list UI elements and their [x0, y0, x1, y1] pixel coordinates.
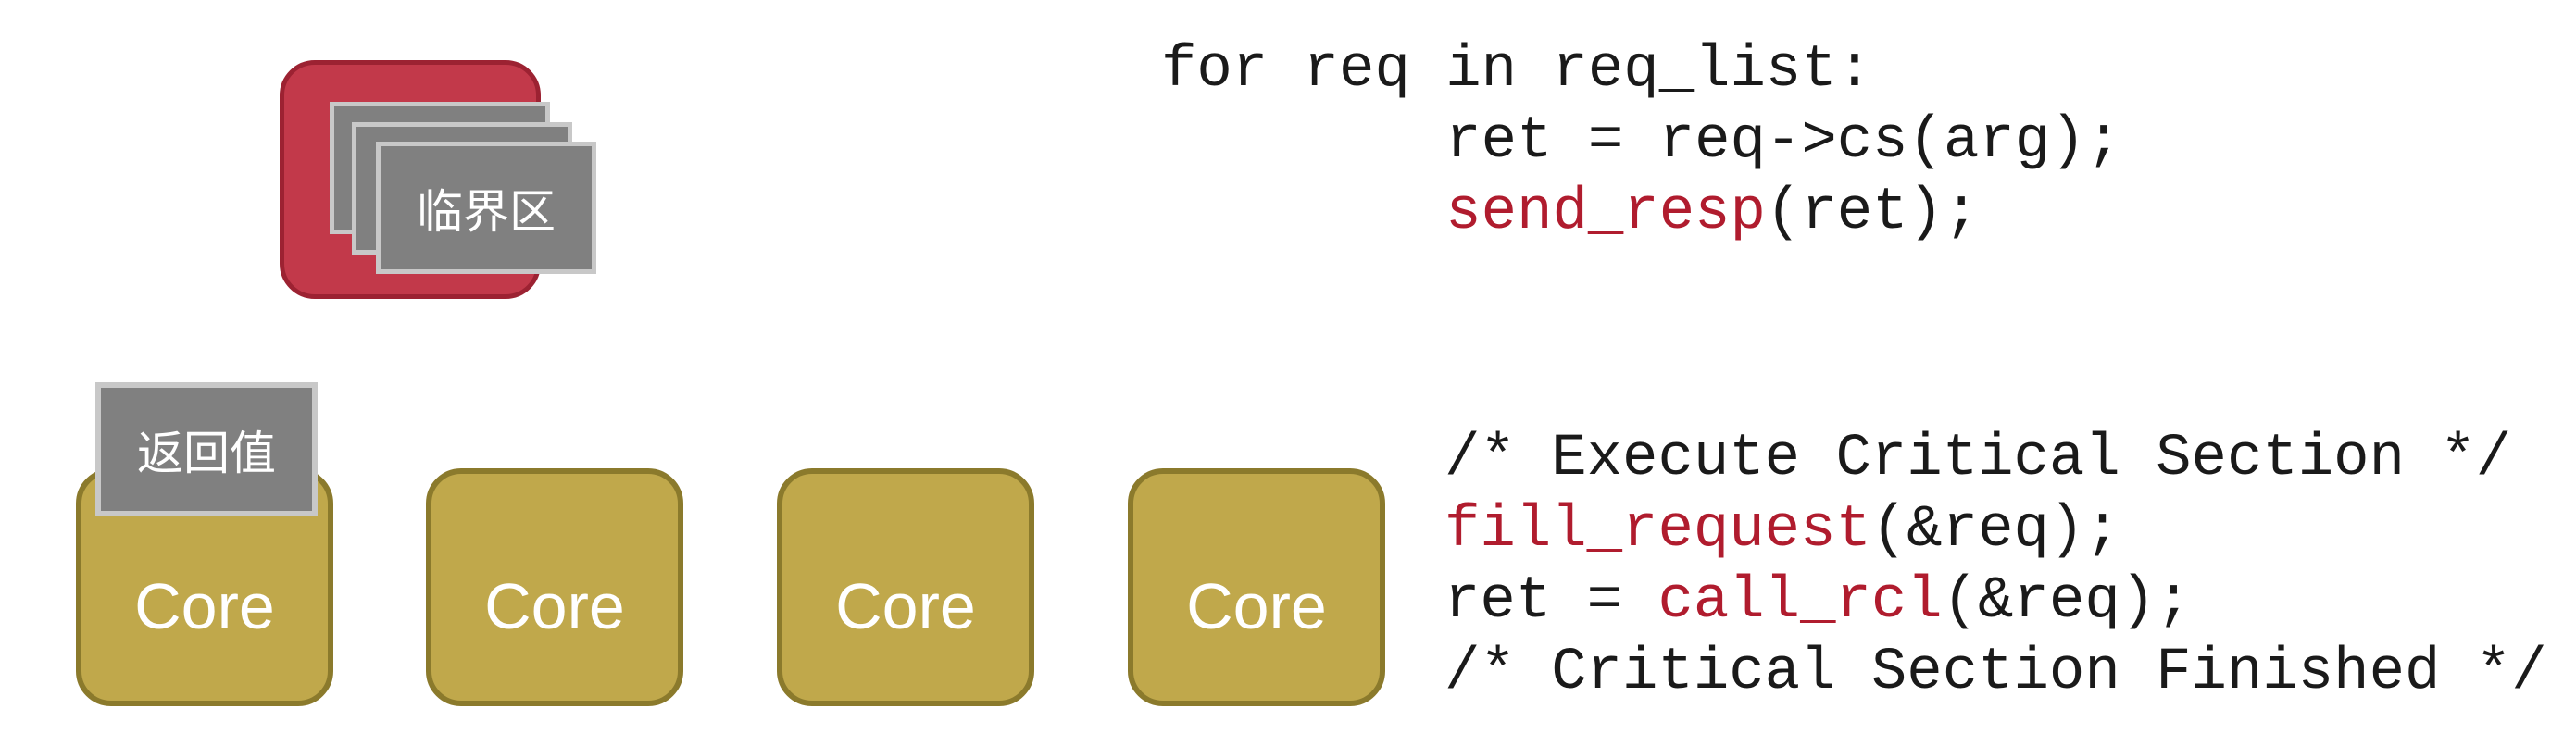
client-code-line-2-function: fill_request: [1444, 497, 1871, 564]
client-code-line-2-args: (&req);: [1870, 497, 2120, 564]
critical-section-card-front: 临界区: [376, 142, 596, 274]
client-code-line-1: /* Execute Critical Section */: [1444, 426, 2512, 492]
client-code-line-3-prefix: ret =: [1444, 568, 1658, 635]
server-code-block: for req in req_list: ret = req->cs(arg);…: [1161, 35, 2121, 249]
core-box-3: Core: [777, 468, 1034, 706]
client-code-block: /* Execute Critical Section */ fill_requ…: [1444, 424, 2547, 709]
core-label-2: Core: [484, 569, 625, 642]
core-box-2: Core: [426, 468, 683, 706]
core-label-1: Core: [134, 569, 275, 642]
core-box-4: Core: [1128, 468, 1385, 706]
server-code-line-3-args: (ret);: [1765, 180, 1980, 246]
server-code-line-1: for req in req_list:: [1161, 37, 1873, 104]
core-label-3: Core: [835, 569, 976, 642]
server-code-line-2: ret = req->cs(arg);: [1445, 108, 2121, 175]
client-code-line-3-args: (&req);: [1942, 568, 2192, 635]
return-value-box: 返回值: [95, 382, 318, 516]
client-code-line-3-function: call_rcl: [1657, 568, 1943, 635]
server-code-line-3-function: send_resp: [1445, 180, 1766, 246]
critical-section-label: 临界区: [417, 184, 556, 239]
client-code-line-4: /* Critical Section Finished */: [1444, 640, 2547, 706]
core-label-4: Core: [1186, 569, 1327, 642]
